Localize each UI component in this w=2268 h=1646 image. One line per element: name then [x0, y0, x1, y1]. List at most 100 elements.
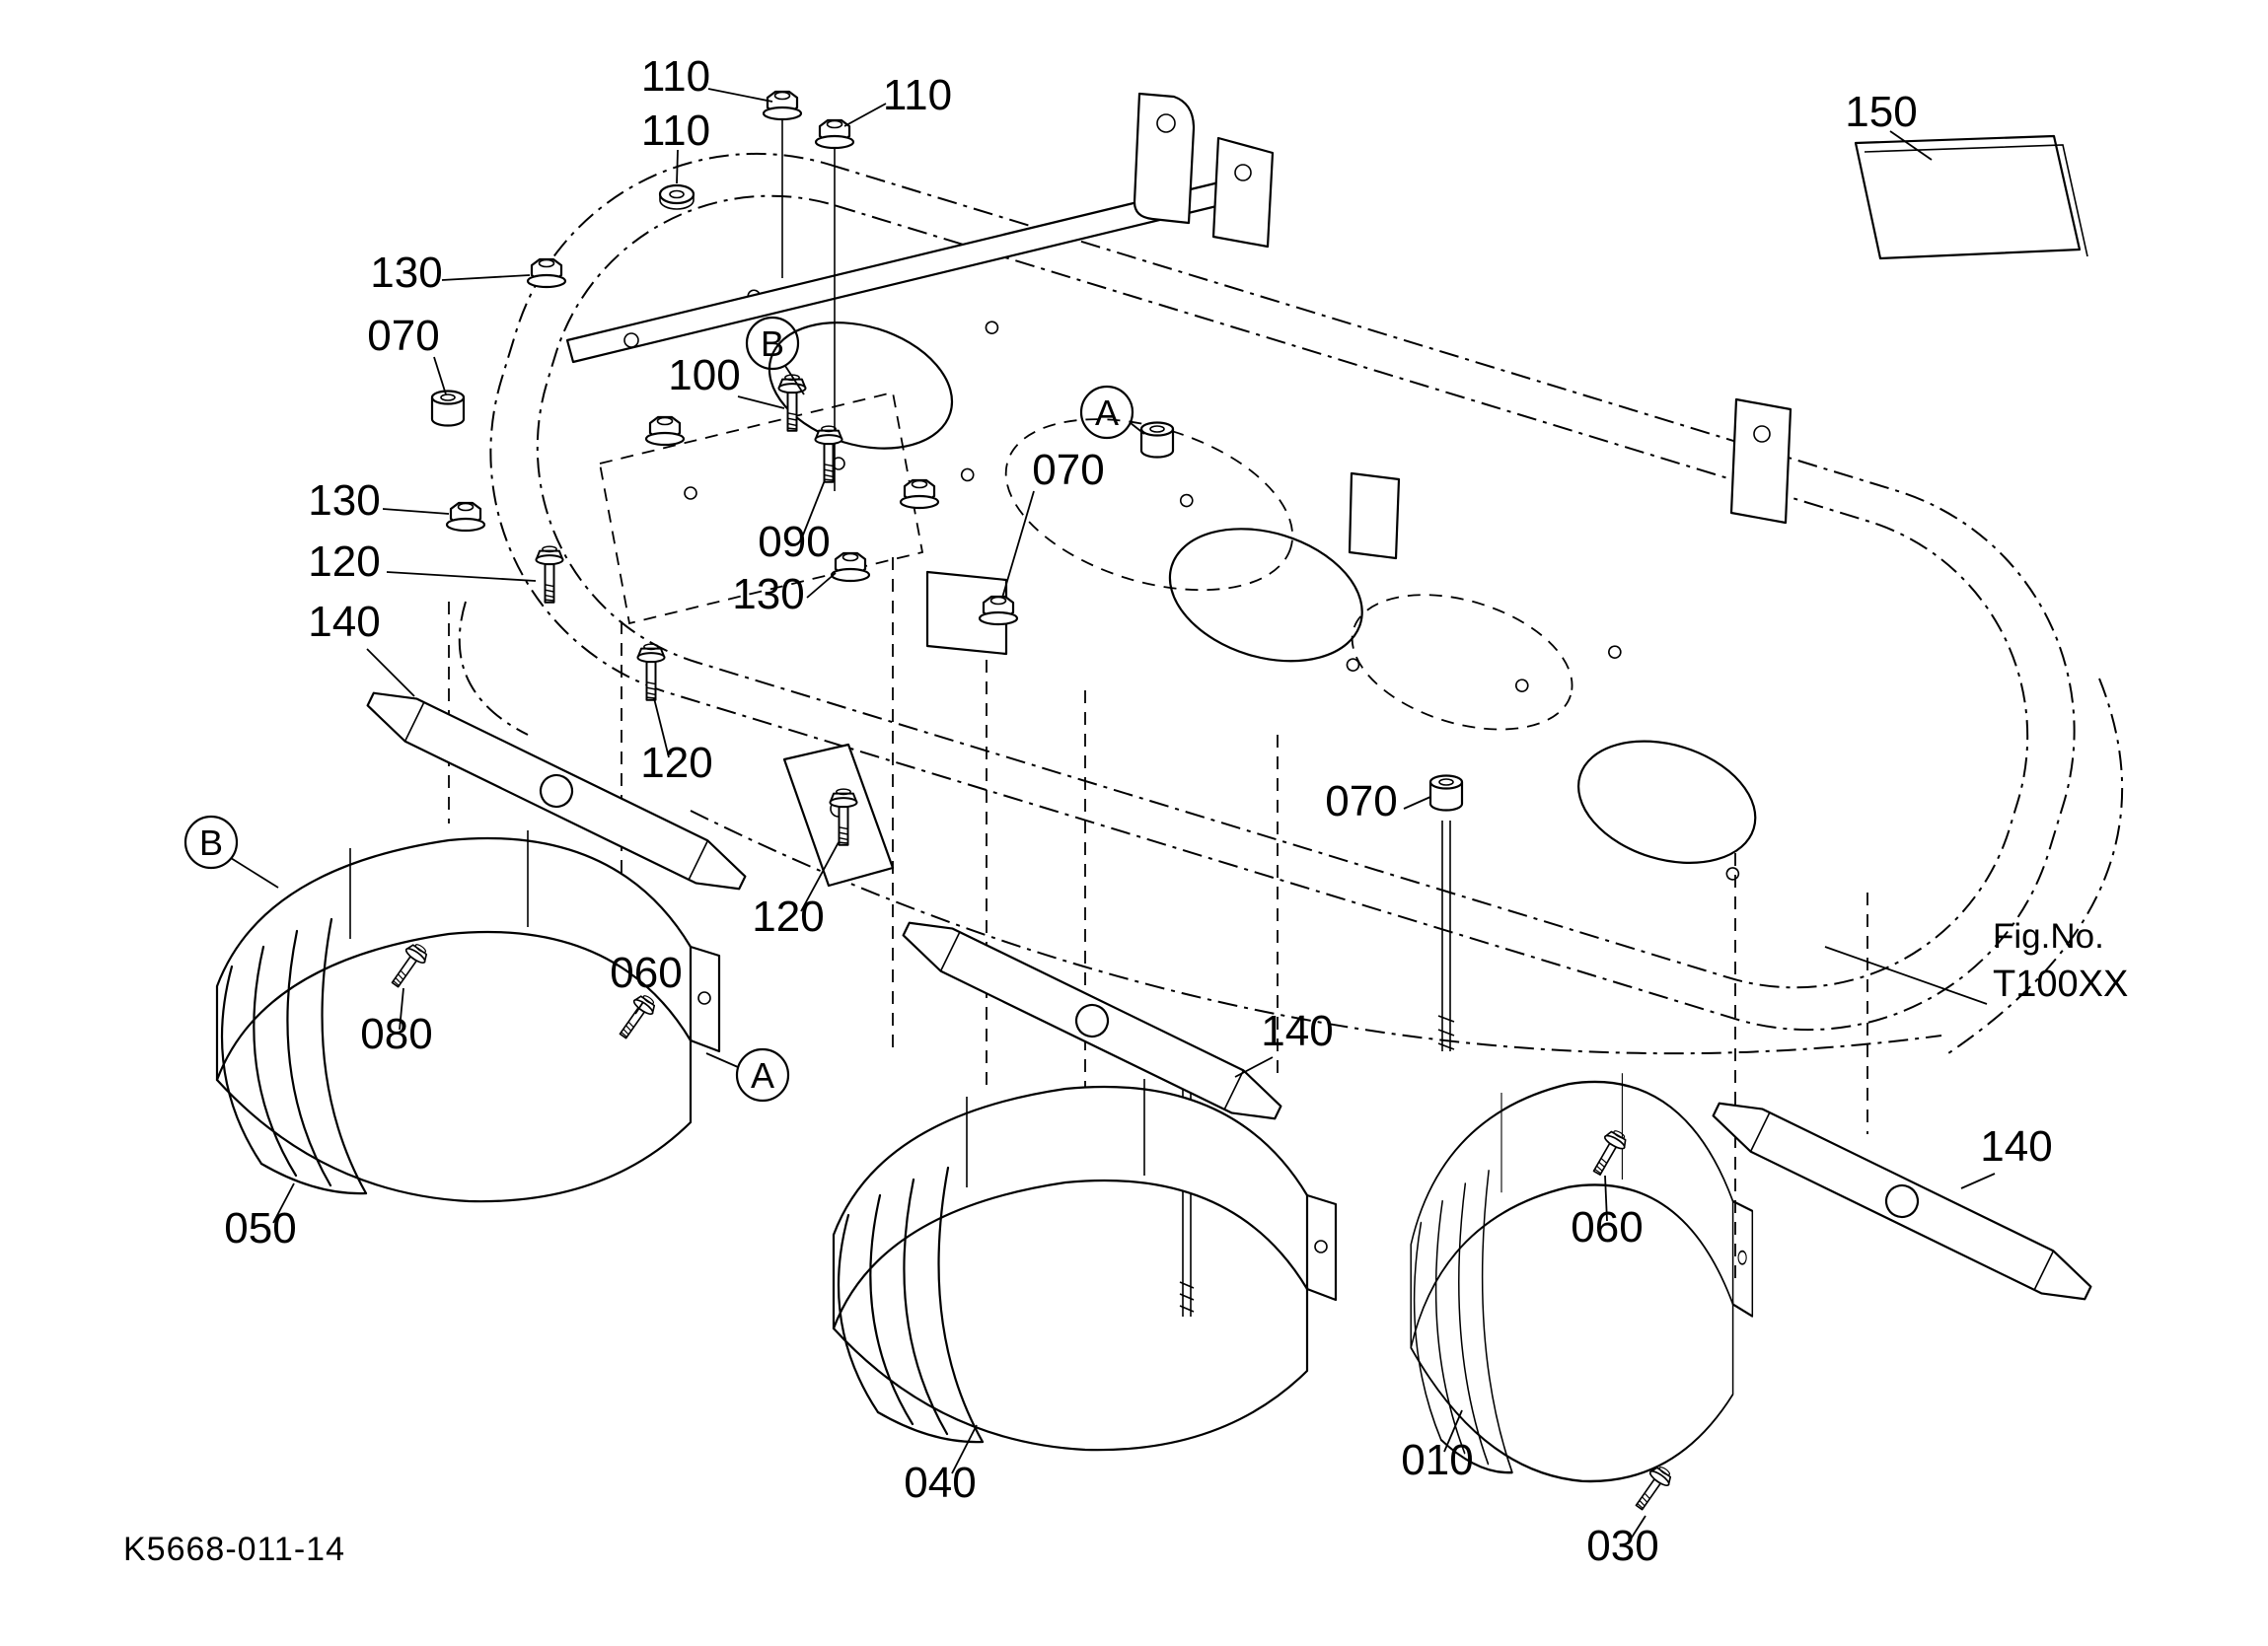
leader-line [784, 365, 805, 395]
callout-100: 100 [668, 351, 740, 399]
ref-circle [735, 1047, 790, 1103]
screw-060 [613, 990, 660, 1043]
leader-line [707, 88, 773, 103]
hanger-bracket-top-left [1133, 92, 1196, 225]
sheet-edge [1864, 144, 2088, 257]
callout-070: 070 [1032, 446, 1104, 494]
flange-nut-110 [762, 90, 803, 121]
leader-line [1443, 1409, 1463, 1453]
ref-letter-b: B [761, 323, 784, 364]
callout-050: 050 [224, 1204, 296, 1252]
deck-skirt-left [458, 601, 529, 736]
screw-030 [1629, 1462, 1676, 1515]
callout-120: 120 [640, 739, 712, 787]
ref-marker-a-mid: A [735, 1047, 790, 1103]
callout-130: 130 [370, 249, 442, 297]
leader-line [1889, 130, 1933, 161]
flange-nut [644, 415, 686, 447]
mulching-baffle-left [215, 828, 721, 1203]
ref-circle [183, 815, 239, 870]
figure-number-label: Fig.No. [1993, 917, 2104, 956]
ref-circle [1079, 385, 1134, 440]
sheet-outline [1854, 134, 2082, 260]
deck-hole [985, 321, 999, 334]
leader-line [801, 479, 826, 538]
pulley-outline-right [1351, 594, 1573, 731]
deck-hole [1514, 679, 1529, 692]
bracket-body [1133, 92, 1196, 225]
projection-lines [448, 557, 1868, 1282]
bolt-120 [636, 643, 666, 701]
ref-marker-a-top: A [1079, 385, 1134, 440]
leader-line [800, 841, 840, 912]
deck-hole [1725, 867, 1740, 881]
callout-120: 120 [752, 893, 824, 941]
bracket-hole [1753, 425, 1771, 443]
callout-110: 110 [641, 107, 710, 155]
deck-hole [1608, 645, 1622, 659]
flange-nut [899, 478, 940, 510]
figure-number-value: T100XX [1993, 964, 2128, 1005]
leader-line [386, 571, 537, 582]
deck-hole [1346, 658, 1360, 672]
mulching-baffle-right [1409, 1071, 1754, 1483]
callout-140: 140 [1980, 1122, 2052, 1171]
callout-070: 070 [367, 312, 439, 360]
spindle-opening-left [768, 322, 954, 450]
callout-060: 060 [1571, 1203, 1643, 1252]
leader-line [366, 648, 415, 697]
flange-nut-130 [830, 551, 871, 583]
leader-line [230, 857, 279, 889]
callouts: 110 110 110 150 130 070 100 070 130 090 … [224, 52, 2052, 1570]
flange-nut-130 [445, 501, 486, 533]
ref-circle [745, 316, 800, 371]
deck-skirt-right [1947, 678, 2124, 1054]
leader-line [272, 1182, 295, 1224]
ref-marker-b-top: B [745, 316, 800, 371]
leader-line [1001, 490, 1035, 599]
callout-070: 070 [1325, 777, 1397, 825]
deck-outer-outline [489, 152, 2076, 1032]
callout-130: 130 [308, 476, 380, 525]
flange-nut [978, 595, 1019, 626]
leader-line [1629, 1515, 1646, 1541]
spindle-opening-center [1168, 528, 1363, 663]
leader-line [1234, 1056, 1274, 1078]
spindle-opening-right [1576, 740, 1757, 864]
callout-060: 060 [610, 949, 682, 997]
deck-bracket-center [1348, 471, 1401, 560]
callout-080: 080 [360, 1010, 432, 1058]
bracket-body [1729, 397, 1792, 525]
deck-hole [960, 467, 975, 482]
callout-110: 110 [883, 71, 952, 119]
leader-line [382, 508, 450, 515]
callout-140: 140 [308, 598, 380, 646]
decal-sheet [1854, 134, 2088, 260]
rail-hole [623, 332, 639, 348]
bushing-070 [1428, 774, 1464, 812]
hanger-bracket-top-center [1211, 136, 1275, 249]
flange-nut-130 [526, 257, 567, 289]
plate-hole [684, 486, 697, 500]
callout-120: 120 [308, 537, 380, 586]
mulching-baffle-center [832, 1077, 1338, 1452]
leader-line [951, 1424, 978, 1474]
bushing-070 [430, 390, 466, 427]
leader-line [806, 572, 837, 599]
callout-090: 090 [758, 518, 830, 566]
leader-line [399, 987, 404, 1031]
hanger-bracket-right [1729, 397, 1792, 525]
callout-110: 110 [641, 52, 710, 101]
leader-line [1824, 946, 1988, 1005]
deck-skirt-front [690, 810, 1942, 1055]
bolt-090 [814, 425, 843, 483]
callout-030: 030 [1586, 1522, 1658, 1570]
deck-bracket-mid [925, 570, 1008, 656]
ref-letter-a: A [1095, 393, 1119, 433]
leader-line [653, 697, 670, 758]
bolt-120 [535, 545, 564, 604]
stud-bolt-right [1437, 821, 1455, 1051]
deck-inner-outline [536, 194, 2029, 989]
